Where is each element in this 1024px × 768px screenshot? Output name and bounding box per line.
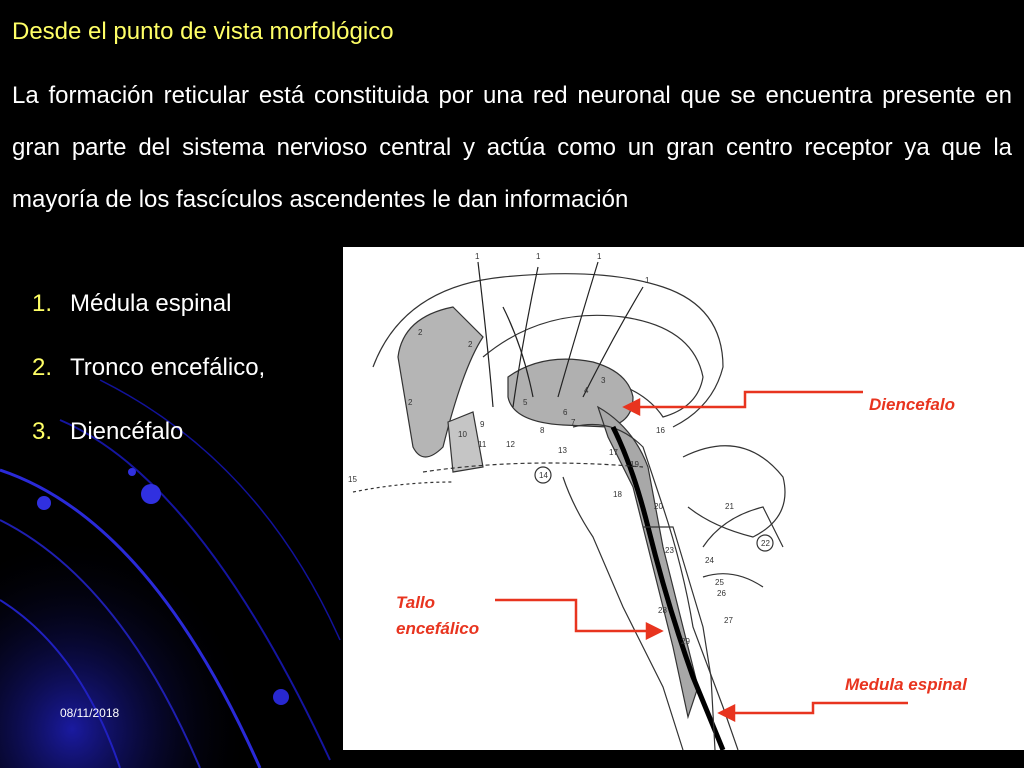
frontal-region [397,306,484,458]
fig-num: 16 [656,426,665,435]
fig-num: 26 [717,589,726,598]
corpus-callosum [482,314,704,418]
fig-num: 27 [724,616,733,625]
footer-date: 08/11/2018 [60,706,120,720]
fig-num: 23 [665,546,674,555]
fig-num: 8 [540,426,545,435]
list-item: 2. Tronco encefálico, [32,346,265,410]
spinal-tract [610,425,726,750]
fig-num: 9 [480,420,485,429]
numbered-list: 1. Médula espinal 2. Tronco encefálico, 3.… [32,282,265,474]
fig-num: 25 [715,578,724,587]
list-item: 1. Médula espinal [32,282,265,346]
fig-num: 17 [609,448,618,457]
fig-num: 2 [418,328,423,337]
fig-num: 3 [601,376,606,385]
fig-num: 22 [761,539,770,548]
fig-num: 10 [458,430,467,439]
fig-num: 5 [523,398,528,407]
fig-num: 2 [408,398,413,407]
fig-num: 13 [558,446,567,455]
slide-title: Desde el punto de vista morfológico [12,18,394,45]
fig-num: 7 [571,418,576,427]
fig-num: 28 [658,606,667,615]
fig-num: 6 [563,408,568,417]
list-text: Tronco encefálico, [70,354,266,381]
label-medula: Medula espinal [845,675,967,694]
list-number: 2. [32,354,53,381]
cerebellum [682,445,786,538]
list-number: 3. [32,418,53,445]
body-paragraph: La formación reticular está constituida … [12,82,1012,213]
list-number: 1. [32,290,53,317]
fig-num: 21 [725,502,734,511]
fig-num: 2 [468,340,473,349]
fig-num: 19 [630,460,639,469]
label-tallo-line1: Tallo [396,593,436,612]
list-item: 3. Diencéfalo [32,410,265,474]
fig-num: 20 [654,502,663,511]
fig-num: 1 [597,252,602,261]
fig-num: 11 [478,440,487,449]
anatomy-figure: 1 1 1 1 2 2 2 3 4 5 6 7 8 9 10 11 12 13 … [343,247,1024,750]
cortex-outline [372,273,724,428]
fig-num: 1 [475,252,480,261]
fig-num: 29 [681,637,690,646]
list-text: Diencéfalo [70,418,184,445]
fig-num: 1 [536,252,541,261]
fig-num: 1 [645,276,650,285]
fig-num: 14 [539,471,548,480]
arrow-medula [728,701,908,715]
fig-num: 18 [613,490,622,499]
arrow-diencefalo [633,390,863,409]
fig-num: 4 [584,386,589,395]
brain-diagram: 1 1 1 1 2 2 2 3 4 5 6 7 8 9 10 11 12 13 … [348,252,908,750]
brainstem-shaded [596,405,699,720]
fig-num: 24 [705,556,714,565]
arrow-tallo [495,598,653,633]
list-text: Médula espinal [70,290,232,317]
label-tallo-line2: encefálico [396,619,480,638]
label-diencefalo: Diencefalo [869,395,955,414]
fig-num: 15 [348,475,357,484]
fig-num: 12 [506,440,515,449]
